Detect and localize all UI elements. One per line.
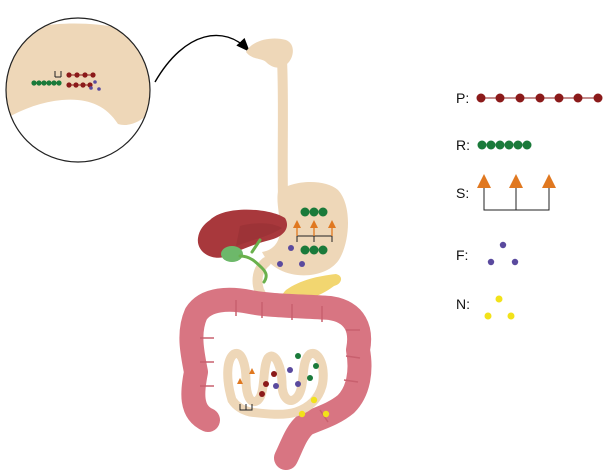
- legend-R-icon: [477, 140, 532, 150]
- legend-label-f: F:: [456, 247, 469, 263]
- zoom-enzyme-bracket: [54, 71, 62, 78]
- intestine-fats: [273, 367, 301, 389]
- mouth-zoom-inset: [5, 17, 151, 163]
- liver: [197, 209, 288, 258]
- esophagus: [277, 55, 288, 203]
- large-intestine: [179, 287, 372, 470]
- intestine-carbohydrates: [295, 353, 319, 381]
- zoom-circle-border: [5, 17, 151, 163]
- legend-label-r: R:: [456, 137, 470, 153]
- digestive-tract: [246, 38, 348, 307]
- intestine-proteins: [259, 371, 277, 397]
- stomach-carbohydrates: [300, 207, 328, 255]
- intestine-nucleic-acids: [298, 396, 330, 418]
- liver-shade: [236, 223, 282, 246]
- gallbladder: [221, 246, 243, 262]
- small-intestine-coils: [223, 348, 328, 419]
- legend-label-p: P:: [456, 90, 470, 106]
- intestine-enzyme-bracket: [237, 368, 255, 411]
- colon-haustra: [200, 300, 361, 423]
- zoom-carbohydrate-chain: [31, 80, 62, 86]
- legend-F-icon: [487, 241, 519, 266]
- mouth-tissue: [6, 23, 150, 125]
- zoom-pointer-arrow: [154, 34, 250, 83]
- legend-P-icon: [476, 93, 603, 103]
- legend-N-icon: [484, 295, 515, 320]
- legend-label-s: S:: [456, 185, 470, 201]
- small-intestine: [223, 348, 328, 419]
- legend-S-icon: [477, 174, 556, 211]
- zoom-fat-dots: [89, 80, 101, 91]
- colon: [179, 287, 372, 470]
- stomach-enzyme-bracket: [293, 220, 336, 242]
- stomach-fats: [277, 245, 305, 267]
- legend-label-n: N:: [456, 296, 470, 312]
- bile-duct: [238, 238, 268, 284]
- zoom-protein-chains: [66, 72, 96, 88]
